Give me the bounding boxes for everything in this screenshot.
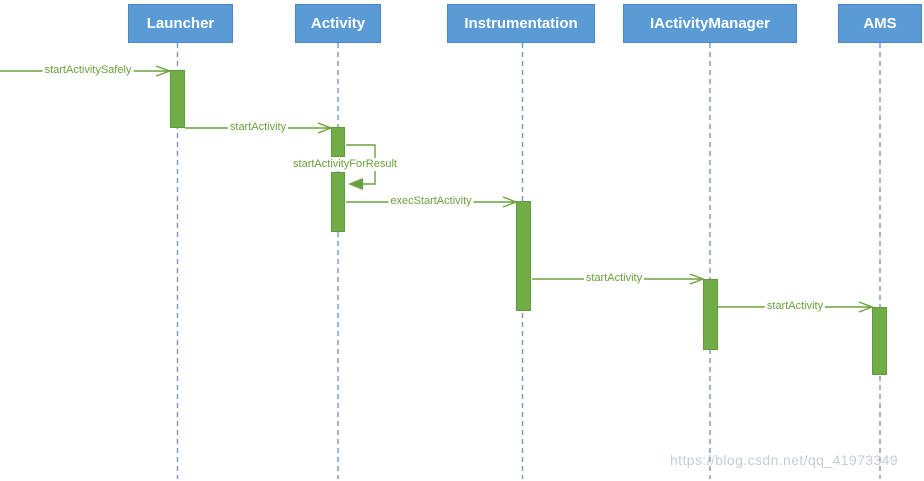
participant-ams: AMS: [838, 4, 922, 43]
participant-launcher: Launcher: [128, 4, 233, 43]
activation-bar-ams: [872, 307, 887, 375]
participant-instrumentation: Instrumentation: [447, 4, 595, 43]
activation-bar-instrumentation: [516, 201, 531, 311]
activation-bar-launcher: [170, 70, 185, 128]
message-label-startactivity-3: startActivity: [764, 300, 826, 313]
message-label-startactivitysafely: startActivitySafely: [42, 64, 134, 77]
message-label-startactivity-2: startActivity: [583, 272, 645, 285]
participant-activity: Activity: [295, 4, 381, 43]
message-label-startactivityforresult: startActivityForResult: [291, 158, 399, 171]
activation-bar-activity-2: [331, 172, 345, 232]
participant-iactivitymanager: IActivityManager: [623, 4, 797, 43]
open-arrowhead-icon: [155, 65, 173, 77]
message-label-startactivity-1: startActivity: [227, 121, 289, 134]
open-arrowhead-icon: [317, 122, 333, 134]
filled-arrowhead-icon: [348, 178, 363, 190]
open-arrowhead-icon: [689, 273, 705, 285]
open-arrowhead-icon: [502, 196, 518, 208]
message-label-execstartactivity: execStartActivity: [388, 195, 474, 208]
activation-bar-activity-1: [331, 127, 345, 157]
activation-bar-iactivitymanager: [703, 279, 718, 350]
watermark-text: https://blog.csdn.net/qq_41973349: [670, 452, 899, 468]
open-arrowhead-icon: [858, 301, 874, 313]
